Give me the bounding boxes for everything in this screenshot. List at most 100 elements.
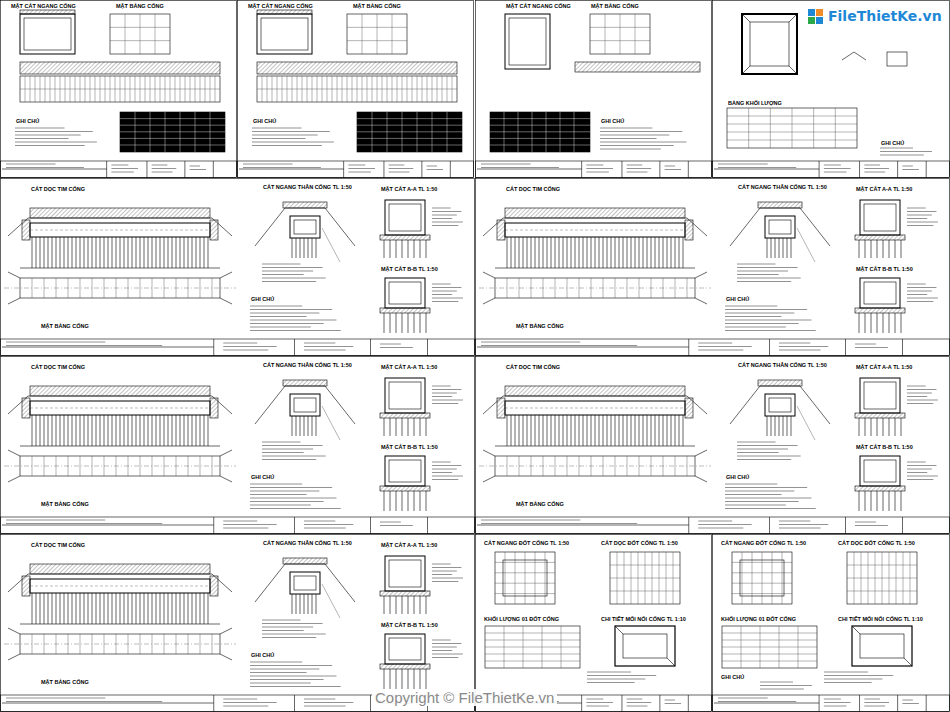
sheet <box>713 1 950 178</box>
table-rule <box>357 138 462 139</box>
segment-joint <box>200 456 201 476</box>
footing <box>855 486 905 491</box>
center-line <box>4 466 236 467</box>
pile <box>112 237 113 268</box>
culvert-axis <box>30 586 210 587</box>
pile <box>426 418 427 436</box>
haunch <box>904 658 912 666</box>
pile <box>579 237 580 268</box>
pile <box>535 237 536 268</box>
sheet-border <box>476 357 950 534</box>
grid-line <box>257 89 457 90</box>
drawing-title: MẶT BẰNG CỐNG <box>40 501 90 507</box>
pile <box>623 415 624 446</box>
culvert-box <box>860 456 900 486</box>
pile <box>140 237 141 268</box>
note-text-line <box>824 682 872 683</box>
grid-line <box>485 647 580 648</box>
title-divider <box>845 517 846 534</box>
culvert-inner <box>389 460 421 482</box>
note-text-line <box>481 164 531 165</box>
pile <box>408 418 409 436</box>
drawing-title: MẶT CẮT B-B TL 1:50 <box>855 266 914 272</box>
note-text-line <box>725 505 786 506</box>
pile <box>420 669 421 689</box>
pile <box>304 416 305 436</box>
pile <box>196 593 197 624</box>
note-text-line <box>380 347 413 348</box>
pile <box>865 491 866 511</box>
drawing-title: MẶT BẰNG CỐNG <box>352 3 402 9</box>
drawing-title: CẮT DỌC TIM CỐNG <box>30 186 86 192</box>
pile <box>176 415 177 446</box>
pile <box>56 593 57 624</box>
wing-wall <box>497 220 505 240</box>
note-text-line <box>15 138 69 139</box>
note-text-line <box>250 491 319 492</box>
note-text-line <box>432 479 458 480</box>
pile <box>390 418 391 436</box>
segment-joint <box>80 456 81 476</box>
pile <box>160 593 161 624</box>
pile <box>595 237 596 268</box>
table-rule <box>417 112 418 152</box>
pile <box>539 237 540 268</box>
note-text-line <box>432 211 461 212</box>
wing-plan <box>695 298 707 304</box>
pile <box>120 593 121 624</box>
sheet <box>1 357 475 534</box>
pile <box>384 240 385 258</box>
note-text-line <box>6 167 84 168</box>
table-rule <box>518 112 519 152</box>
pile <box>535 415 536 446</box>
pile <box>120 415 121 446</box>
pile <box>100 593 101 624</box>
note-text-line <box>760 685 812 686</box>
grid-line <box>495 583 555 584</box>
note-text-line <box>907 222 938 223</box>
pile <box>200 237 201 268</box>
note-text-line <box>481 167 559 168</box>
pile <box>312 416 313 436</box>
drawing-title: MẶT BẰNG CỐNG <box>515 501 565 507</box>
pile <box>603 415 604 446</box>
pile <box>877 491 878 511</box>
note-text-line <box>15 128 65 129</box>
leader-line <box>797 228 815 262</box>
pile <box>639 415 640 446</box>
drawing-title: MẶT BẰNG CỐNG <box>115 3 165 9</box>
grid-line <box>727 132 857 133</box>
pile <box>551 415 552 446</box>
pile <box>316 594 317 614</box>
drawing-title: CẮT NGANG ĐỐT CỐNG TL 1:50 <box>720 540 807 546</box>
pile <box>384 313 385 333</box>
note-text-line <box>880 155 924 156</box>
segment-inner <box>503 560 547 596</box>
table-rule <box>120 131 225 132</box>
pile <box>164 593 165 624</box>
note-text-line <box>698 524 751 525</box>
road-layer <box>30 208 210 218</box>
joint-inner <box>860 634 904 658</box>
title-divider <box>450 161 451 178</box>
note-text-line <box>824 679 882 680</box>
pile <box>132 593 133 624</box>
note-text-line <box>432 564 451 565</box>
pile <box>515 237 516 268</box>
pile <box>196 415 197 446</box>
pile <box>76 415 77 446</box>
wing-plan <box>220 628 232 634</box>
pile <box>408 240 409 258</box>
grid-line <box>485 654 580 655</box>
segment-section <box>495 552 555 604</box>
table-rule <box>357 125 462 126</box>
pile <box>507 415 508 446</box>
pile <box>72 593 73 624</box>
pile <box>587 237 588 268</box>
pile <box>48 237 49 268</box>
grid-line <box>732 572 792 573</box>
note-text-line <box>907 386 926 387</box>
footing <box>380 235 430 240</box>
pile <box>787 416 788 436</box>
pile <box>647 237 648 268</box>
